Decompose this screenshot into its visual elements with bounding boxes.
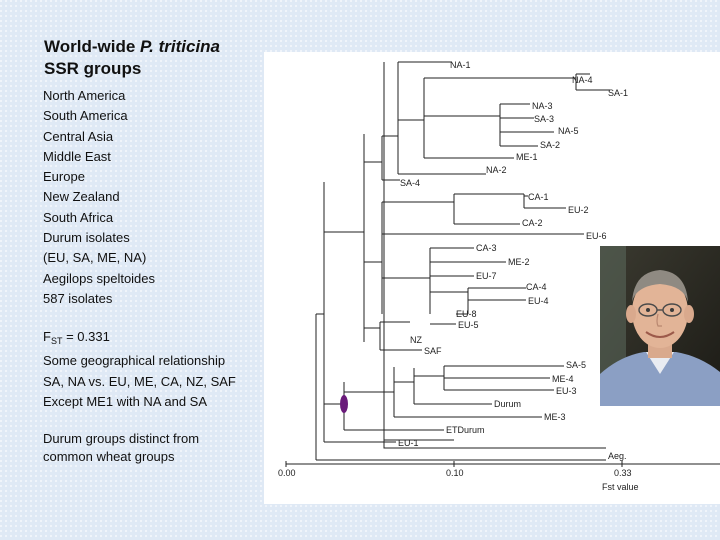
leaf-eu6: EU-6 [586,231,607,241]
presenter-photo [600,246,720,406]
leaf-eu3: EU-3 [556,386,577,396]
presenter-photo-image [600,246,720,406]
leaf-me2: ME-2 [508,257,530,267]
leaf-ca1: CA-1 [528,192,549,202]
region-aegilops: Aegilops speltoides [43,269,273,289]
axis-title: Fst value [602,482,639,492]
leaf-na3: NA-3 [532,101,553,111]
durum-marker [340,395,348,413]
leaf-saf: SAF [424,346,442,356]
leaf-sa2: SA-2 [540,140,560,150]
region-south-america: South America [43,106,273,126]
leaf-me4: ME-4 [552,374,574,384]
leaf-ca3: CA-3 [476,243,497,253]
leaf-me3: ME-3 [544,412,566,422]
species-name: P. triticina [140,37,220,56]
notes-block: Durum groups distinct from common wheat … [43,430,273,465]
stats-line-exception: Except ME1 with NA and SA [43,392,273,412]
leaf-nz: NZ [410,335,422,345]
dendrogram-axis-labels: 0.00 0.10 0.33 Fst value [278,468,639,492]
leaf-etdurum: ETDurum [446,425,485,435]
leaf-eu7: EU-7 [476,271,497,281]
slide-title-line-2: SSR groups [44,58,274,80]
axis-tick-label-0: 0.00 [278,468,296,478]
leaf-eu5: EU-5 [458,320,479,330]
leaf-ca2: CA-2 [522,218,543,228]
leaf-na5: NA-5 [558,126,579,136]
region-new-zealand: New Zealand [43,187,273,207]
leaf-sa3: SA-3 [534,114,554,124]
leaf-na4: NA-4 [572,75,593,85]
isolate-count: 587 isolates [43,289,273,309]
stats-block: FST = 0.331 Some geographical relationsh… [43,327,273,412]
slide-title: World-wide P. triticina SSR groups [44,36,274,80]
slide-title-prefix: World-wide [44,37,140,56]
leaf-eu2: EU-2 [568,205,589,215]
axis-tick-label-2: 0.33 [614,468,632,478]
region-durum-subregions: (EU, SA, ME, NA) [43,248,273,268]
notes-line-2: common wheat groups [43,448,273,466]
fst-value: = 0.331 [62,329,109,344]
notes-line-1: Durum groups distinct from [43,430,273,448]
region-north-america: North America [43,86,273,106]
leaf-na2: NA-2 [486,165,507,175]
stats-line-groups: SA, NA vs. EU, ME, CA, NZ, SAF [43,372,273,392]
dendrogram-leaf-labels: NA-1 NA-4 SA-1 NA-3 SA-3 NA-5 SA-2 ME-1 … [398,60,628,461]
leaf-eu1: EU-1 [398,438,419,448]
region-durum-isolates: Durum isolates [43,228,273,248]
leaf-me1: ME-1 [516,152,538,162]
leaf-aeg: Aeg. [608,451,627,461]
leaf-sa1: SA-1 [608,88,628,98]
fst-subscript: ST [51,336,63,346]
leaf-ca4: CA-4 [526,282,547,292]
region-south-africa: South Africa [43,208,273,228]
leaf-durum: Durum [494,399,521,409]
region-list: North America South America Central Asia… [43,86,273,309]
axis-tick-label-1: 0.10 [446,468,464,478]
leaf-sa5: SA-5 [566,360,586,370]
leaf-na1: NA-1 [450,60,471,70]
fst-statistic: FST = 0.331 [43,327,273,351]
region-europe: Europe [43,167,273,187]
leaf-sa4: SA-4 [400,178,420,188]
stats-line-geography: Some geographical relationship [43,351,273,371]
region-central-asia: Central Asia [43,127,273,147]
leaf-eu8: EU-8 [456,309,477,319]
leaf-eu4: EU-4 [528,296,549,306]
region-middle-east: Middle East [43,147,273,167]
slide-title-line-1: World-wide P. triticina [44,36,274,58]
fst-symbol: F [43,329,51,344]
